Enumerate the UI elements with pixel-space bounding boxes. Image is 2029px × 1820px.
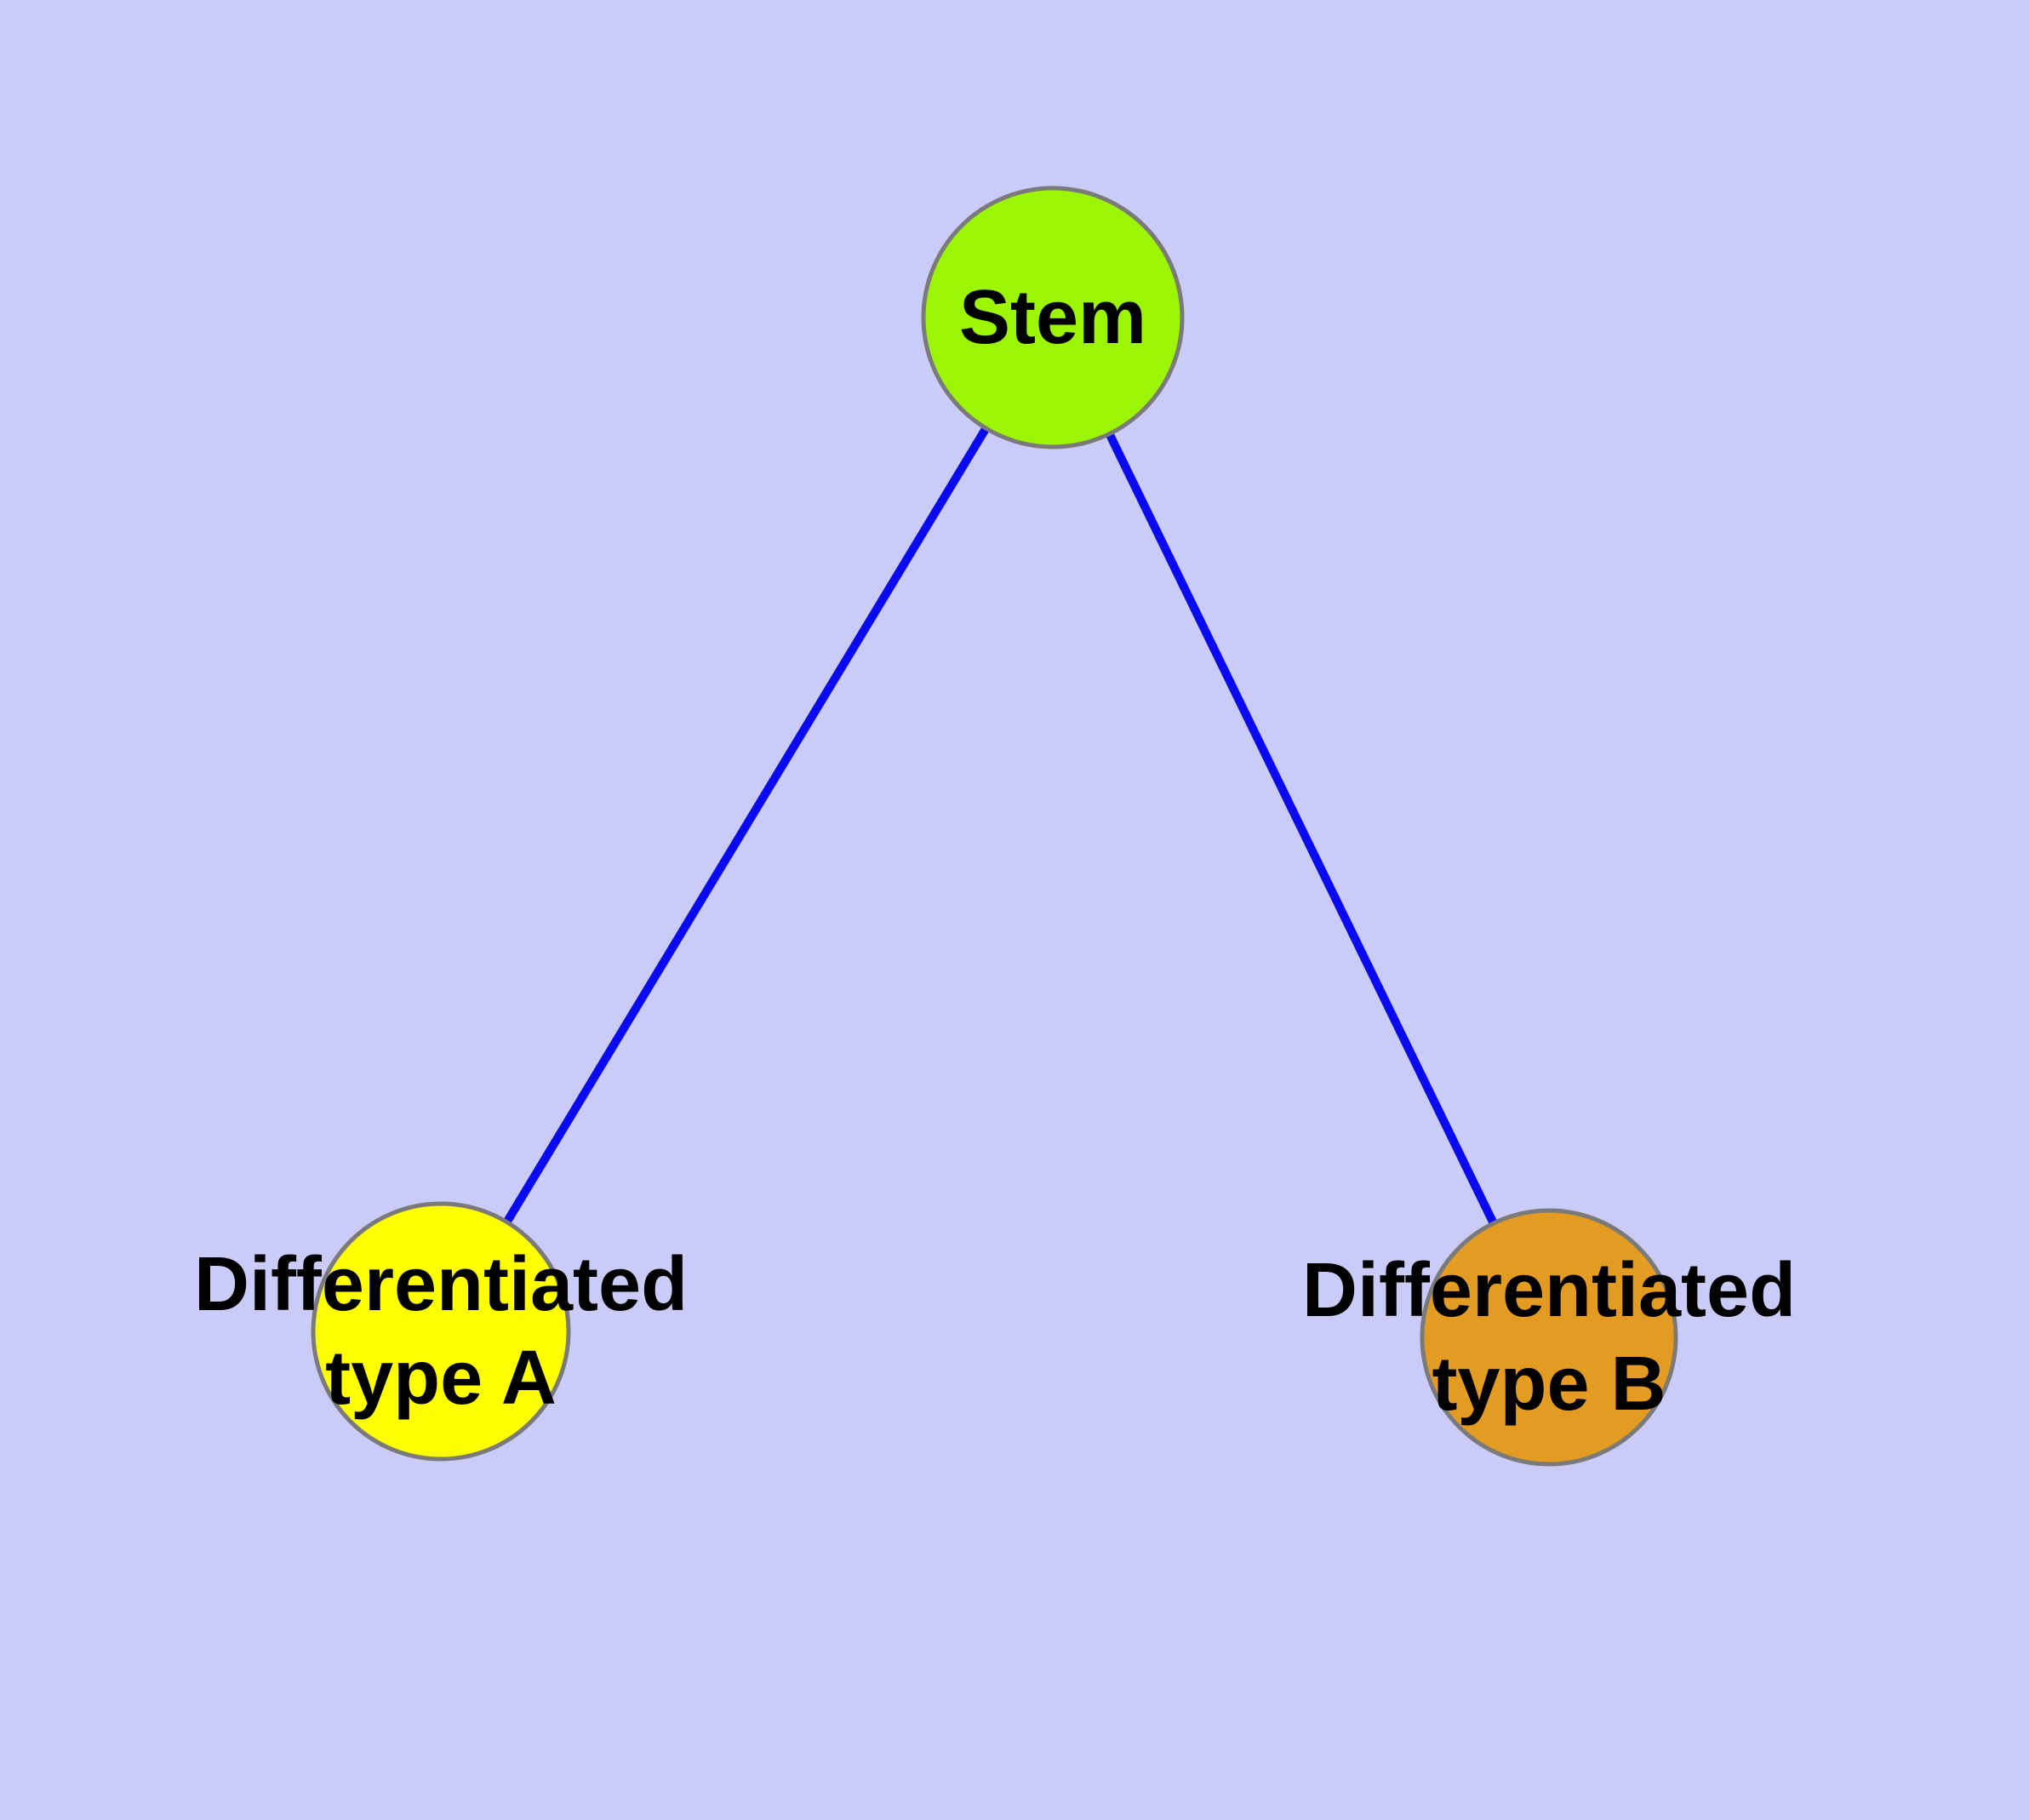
node-differentiated-type-a xyxy=(311,1201,571,1462)
nodes-layer xyxy=(311,186,1678,1467)
node-stem xyxy=(921,186,1185,449)
edges-layer xyxy=(437,315,1553,1340)
edge-stem-to-differentiated-type-a xyxy=(437,315,1057,1334)
node-differentiated-type-b xyxy=(1420,1208,1678,1467)
edge-stem-to-differentiated-type-b xyxy=(1049,315,1553,1340)
